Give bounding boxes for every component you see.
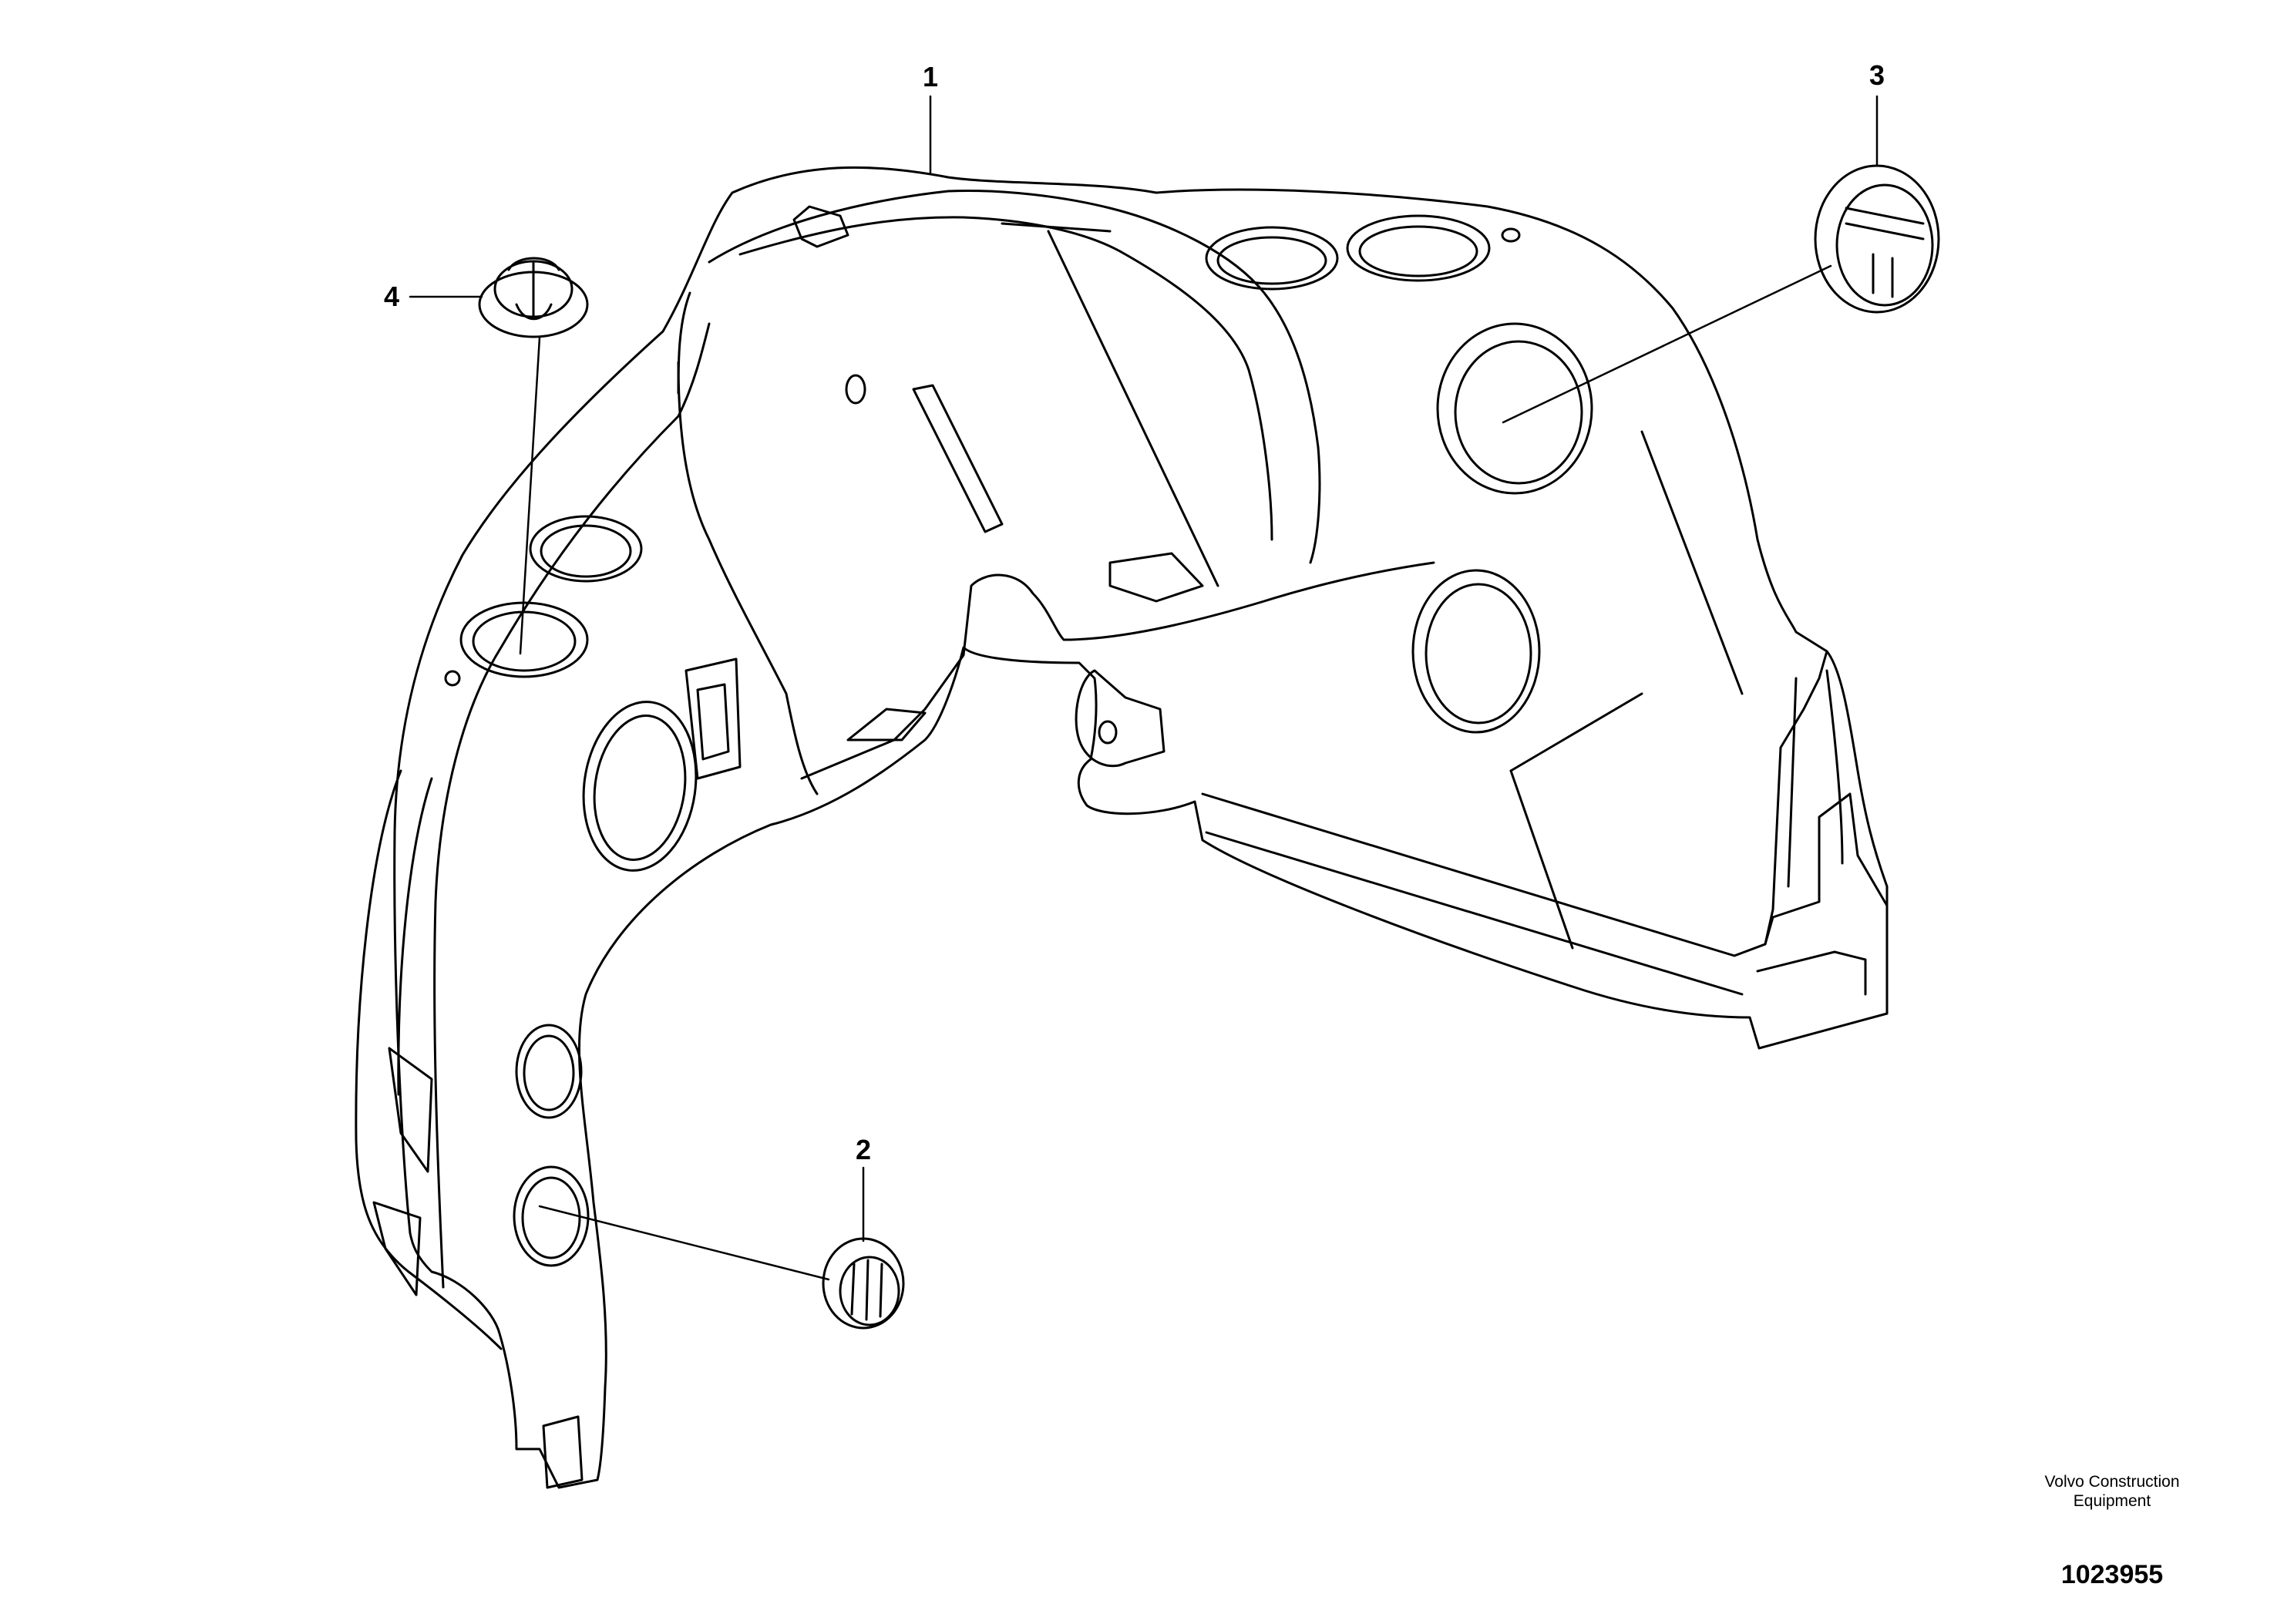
rear-box <box>1765 794 1887 1014</box>
screw-dot <box>446 671 459 685</box>
plug-2-rib-1 <box>852 1264 854 1314</box>
opening-top-left-lower <box>461 603 587 677</box>
plug-2-face <box>840 1257 899 1325</box>
plug-part-3 <box>1815 166 1939 312</box>
manufacturer-line-1: Volvo Construction <box>2044 1473 2180 1491</box>
diagonal-slot <box>913 385 1002 532</box>
opening-rear-top-1 <box>1206 227 1337 289</box>
plug-2-rib-2 <box>866 1260 868 1320</box>
opening-rear-mid-inner <box>1455 341 1582 483</box>
cavity-step-2 <box>848 709 925 740</box>
fender-outer-outline <box>395 167 1887 1488</box>
callout-4: 4 <box>383 281 400 312</box>
top-clip <box>794 207 848 247</box>
callout-1: 1 <box>922 61 939 92</box>
cavity-step <box>1110 553 1202 601</box>
opening-rear-mid <box>1438 324 1592 493</box>
plug-4-ribs <box>509 258 559 319</box>
leader-3-to-hole <box>1503 266 1831 422</box>
cavity-top-edge <box>709 190 1320 563</box>
opening-rear-top-1-inner <box>1218 237 1326 284</box>
fender-openings <box>461 216 1592 1266</box>
manufacturer-line-2: Equipment <box>2073 1492 2151 1510</box>
opening-rear-low-inner <box>1426 584 1531 723</box>
opening-top-left-upper <box>530 516 641 581</box>
rear-box-rib <box>1788 678 1796 886</box>
bottom-slot <box>543 1417 582 1488</box>
opening-leg-lower-inner <box>523 1178 580 1258</box>
rear-box-rib-2 <box>1827 671 1842 863</box>
cavity-floor <box>802 563 1434 778</box>
callout-3: 3 <box>1868 59 1885 91</box>
plug-part-2 <box>823 1239 903 1328</box>
cavity-fold-line <box>1048 231 1218 586</box>
drawing-number: 1023955 <box>2060 1560 2164 1589</box>
rear-flange-inner <box>1206 832 1742 994</box>
opening-top-left-lower-inner <box>473 612 575 671</box>
rear-panel-fold-2 <box>1511 694 1642 771</box>
opening-top-left-upper-inner <box>541 526 631 577</box>
opening-mid-left-inner <box>585 710 694 866</box>
cavity-inner-back <box>678 362 817 794</box>
plug-3-slot <box>1846 208 1923 297</box>
opening-leg-upper-inner <box>524 1036 574 1110</box>
mounting-eye-hole <box>1099 721 1116 743</box>
rear-flange <box>1202 651 1827 956</box>
fender-lower-wall-inner <box>399 778 432 1094</box>
rear-panel-fold-3 <box>1642 432 1742 694</box>
cavity-fold-line-2 <box>1002 224 1110 231</box>
fender-part-1 <box>356 167 1887 1488</box>
leader-4-to-hole <box>520 338 540 654</box>
plug-3-face <box>1837 185 1932 305</box>
opening-rear-top-2-inner <box>1360 227 1477 276</box>
opening-mid-left <box>573 694 706 878</box>
rear-box-inner <box>1758 952 1865 994</box>
opening-rear-low <box>1413 570 1539 732</box>
opening-rear-top-2 <box>1347 216 1489 281</box>
opening-leg-lower <box>514 1167 588 1266</box>
manufacturer-label: Volvo Construction Equipment <box>1996 1472 2228 1511</box>
leader-2-to-hole <box>540 1206 829 1279</box>
side-boss-inner <box>698 684 728 759</box>
lower-slot-panel-2 <box>374 1202 420 1295</box>
plug-part-4 <box>479 258 587 337</box>
cavity-left-wall <box>678 293 690 393</box>
rear-panel-fold <box>1511 771 1572 948</box>
leader-lines <box>410 96 1877 1279</box>
bolt-hole-top <box>846 375 865 403</box>
fender-lower-wall <box>356 771 501 1349</box>
small-hole-rear <box>1502 229 1519 241</box>
lower-slot-panel-1 <box>389 1048 432 1172</box>
cavity-inner-ridge <box>740 217 1272 540</box>
fender-inner-rim <box>435 324 709 1287</box>
opening-leg-upper <box>516 1025 581 1118</box>
mounting-eye <box>1076 671 1164 766</box>
callout-2: 2 <box>855 1134 872 1165</box>
side-boss <box>686 659 740 778</box>
plug-2-rib-3 <box>880 1264 882 1316</box>
